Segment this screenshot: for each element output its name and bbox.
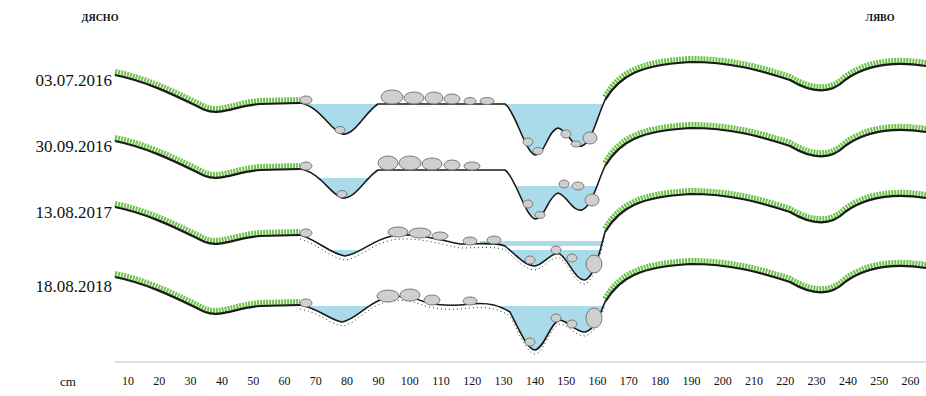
- tick-label: 130: [495, 375, 513, 387]
- tick-label: 50: [247, 375, 259, 387]
- tick-label: 20: [153, 375, 165, 387]
- profile-2018-08: [115, 261, 926, 377]
- tick-label: 230: [808, 375, 826, 387]
- tick-label: 70: [310, 375, 322, 387]
- tick-label: 180: [651, 375, 669, 387]
- date-label: 03.07.2016: [36, 72, 113, 89]
- tick-label: 240: [839, 375, 857, 387]
- tick-label: 40: [216, 375, 228, 387]
- tick-label: 200: [714, 375, 732, 387]
- tick-label: 90: [372, 375, 384, 387]
- tick-label: 220: [776, 375, 794, 387]
- date-label: 18.08.2018: [36, 278, 113, 295]
- tick-label: 160: [589, 375, 607, 387]
- tick-label: 190: [682, 375, 700, 387]
- tick-label: 120: [463, 375, 481, 387]
- axis-unit: cm: [60, 375, 76, 388]
- tick-label: 260: [902, 375, 920, 387]
- tick-label: 10: [122, 375, 134, 387]
- axis-line: [115, 362, 926, 363]
- tick-label: 170: [620, 375, 638, 387]
- tick-label: 80: [341, 375, 353, 387]
- date-label: 13.08.2017: [36, 204, 113, 221]
- tick-label: 110: [432, 375, 450, 387]
- tick-label: 60: [279, 375, 291, 387]
- side-label: ЛЯВО: [865, 13, 894, 23]
- side-label: ДЯСНО: [82, 13, 119, 23]
- tick-label: 150: [557, 375, 575, 387]
- tick-label: 250: [870, 375, 888, 387]
- tick-label: 100: [401, 375, 419, 387]
- tick-label: 30: [185, 375, 197, 387]
- tick-label: 210: [745, 375, 763, 387]
- tick-label: 140: [526, 375, 544, 387]
- date-label: 30.09.2016: [36, 138, 113, 155]
